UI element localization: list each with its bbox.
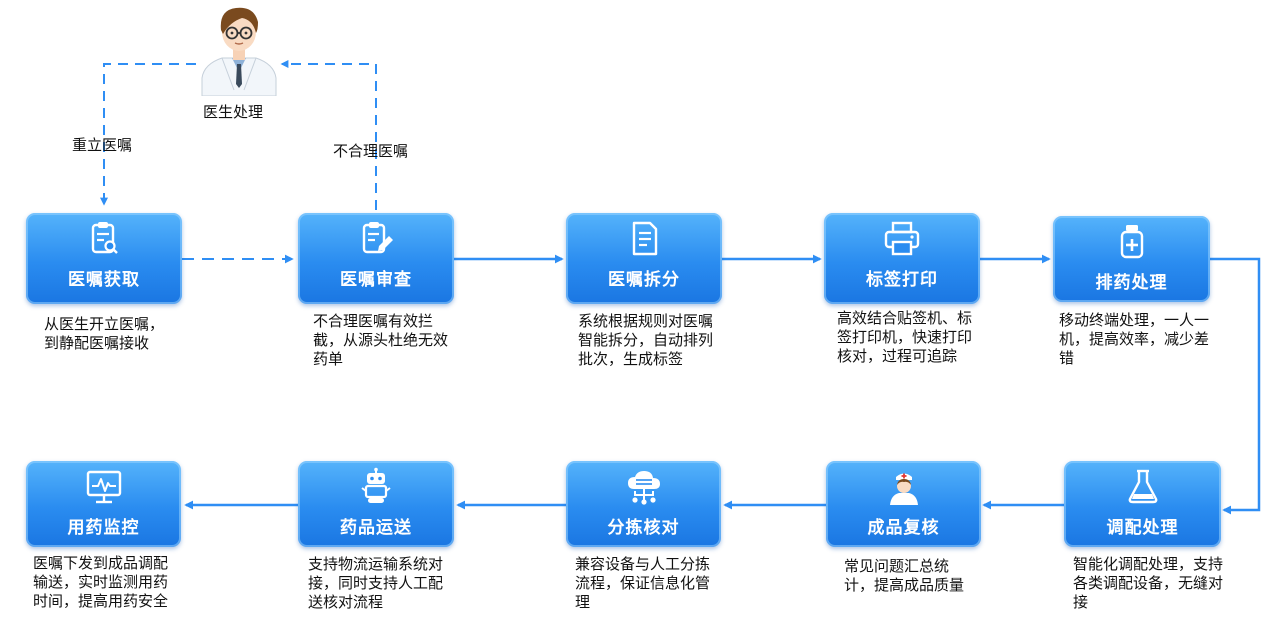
invalid-order-label: 不合理医嘱 <box>333 142 409 160</box>
step-title: 分拣核对 <box>607 518 680 538</box>
flask-icon <box>1128 469 1157 504</box>
step-node-product-recheck[interactable]: 成品复核 <box>826 461 981 547</box>
step-desc-label-print: 高效结合贴签机、标签打印机，快速打印核对，过程可追踪 <box>837 309 973 365</box>
monitor-pulse-icon <box>86 470 121 504</box>
step-desc-medication-monitor: 医嘱下发到成品调配输送，实时监测用药时间，提高用药安全 <box>33 554 169 610</box>
step-node-label-print[interactable]: 标签打印 <box>824 213 980 304</box>
step-node-order-review[interactable]: 医嘱审查 <box>298 213 454 304</box>
document-icon <box>632 221 658 256</box>
reorder-label: 重立医嘱 <box>72 136 133 154</box>
step-node-drug-delivery[interactable]: 药品运送 <box>298 461 454 547</box>
step-title: 标签打印 <box>866 270 938 290</box>
step-node-medication-monitor[interactable]: 用药监控 <box>26 461 181 547</box>
step-desc-compound: 智能化调配处理，支持各类调配设备，无缝对接 <box>1073 555 1224 611</box>
step-node-order-split[interactable]: 医嘱拆分 <box>566 213 722 304</box>
step-title: 药品运送 <box>340 518 412 538</box>
step-desc-drug-delivery: 支持物流运输系统对接，同时支持人工配送核对流程 <box>308 555 444 611</box>
step-desc-order-acquire: 从医生开立医嘱，到静配医嘱接收 <box>44 315 165 352</box>
step-title: 成品复核 <box>867 518 940 538</box>
flow-line-5-6 <box>1210 257 1261 515</box>
doctor-avatar-icon <box>201 7 277 96</box>
printer-icon <box>884 221 920 256</box>
step-title: 调配处理 <box>1106 518 1179 538</box>
cloud-network-icon <box>627 471 660 505</box>
step-title: 医嘱拆分 <box>608 270 680 290</box>
step-title: 排药处理 <box>1095 273 1168 293</box>
doctor-label: 医生处理 <box>203 103 264 121</box>
step-desc-order-review: 不合理医嘱有效拦截，从源头杜绝无效药单 <box>313 312 449 368</box>
step-title: 医嘱审查 <box>340 270 412 290</box>
step-desc-dispense: 移动终端处理，一人一机，提高效率，减少差错 <box>1059 311 1210 367</box>
clipboard-edit-icon <box>362 222 393 254</box>
step-node-dispense[interactable]: 排药处理 <box>1053 216 1210 302</box>
step-node-sort-check[interactable]: 分拣核对 <box>566 461 721 547</box>
reorder-dashed-line <box>100 63 196 206</box>
nurse-icon <box>889 473 918 505</box>
step-desc-order-split: 系统根据规则对医嘱智能拆分，自动排列批次，生成标签 <box>578 312 714 368</box>
step-desc-product-recheck: 常见问题汇总统计，提高成品质量 <box>844 557 965 594</box>
medicine-bottle-icon <box>1120 225 1143 259</box>
step-title: 用药监控 <box>67 518 140 538</box>
step-node-order-acquire[interactable]: 医嘱获取 <box>26 213 182 304</box>
invalid-dashed-line <box>280 60 377 210</box>
clipboard-search-icon <box>91 222 118 254</box>
step-title: 医嘱获取 <box>68 270 140 290</box>
robot-icon <box>361 467 391 503</box>
step-node-compound[interactable]: 调配处理 <box>1064 461 1221 547</box>
step-desc-sort-check: 兼容设备与人工分拣流程，保证信息化管理 <box>575 555 711 611</box>
